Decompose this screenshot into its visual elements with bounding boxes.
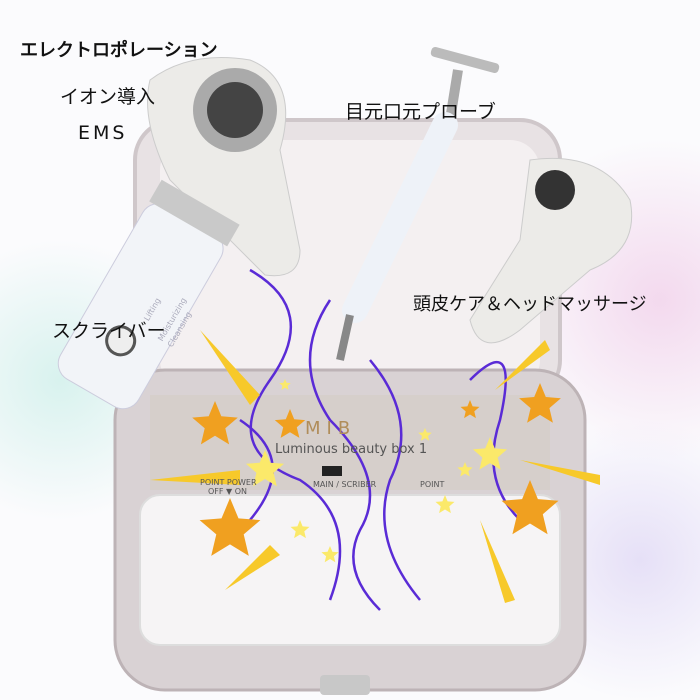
label-ems: EMS (78, 122, 128, 144)
star (321, 546, 339, 563)
main-scriber-label: MAIN / SCRIBER (313, 480, 377, 489)
star (274, 409, 306, 438)
star (457, 462, 473, 477)
label-ion: イオン導入 (60, 86, 156, 108)
star (246, 450, 284, 487)
point-label: POINT (420, 480, 445, 489)
light-beams (150, 330, 600, 603)
star (290, 520, 310, 539)
label-eye-probe: 目元口元プローブ (345, 101, 496, 123)
latch (320, 675, 370, 695)
label-scrubber: スクライバー (52, 320, 166, 342)
label-scalp: 頭皮ケア＆ヘッドマッサージ (413, 294, 647, 315)
star (435, 495, 455, 514)
star (472, 437, 508, 470)
star (279, 379, 291, 390)
off-on-label: OFF ▼ ON (208, 487, 248, 496)
eye-probe-device (336, 47, 500, 361)
point-power-label: POINT POWER (200, 478, 257, 487)
skin-scrubber (57, 179, 240, 410)
squiggles (239, 268, 521, 611)
star (501, 480, 559, 535)
star (418, 428, 432, 441)
scalp-massager (469, 157, 633, 344)
star (199, 498, 261, 556)
brand-logo: MIB (305, 418, 357, 439)
star (192, 401, 238, 445)
star (460, 400, 480, 419)
star (519, 383, 561, 423)
model-name: Luminous beauty box 1 (275, 442, 428, 457)
label-electroporation: エレクトロポレーション (20, 40, 218, 61)
electroporation-device (147, 57, 301, 277)
usb-port (322, 466, 342, 476)
